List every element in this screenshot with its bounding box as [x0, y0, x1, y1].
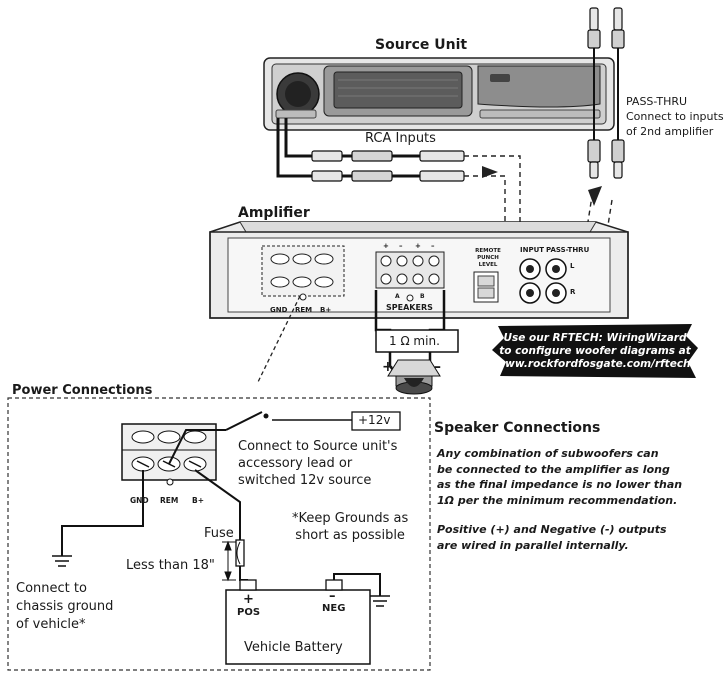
source-unit-graphic: [263, 57, 615, 131]
wizard-line2: to configure woofer diagrams at: [499, 344, 691, 357]
speaker-para2-line1: Positive (+) and Negative (-) outputs: [437, 523, 667, 536]
speaker-connections-para2: Positive (+) and Negative (-) outputs ar…: [437, 522, 667, 553]
grounds-note: *Keep Grounds as short as possible: [292, 510, 408, 544]
power-terminal-rem: REM: [160, 496, 179, 505]
plus12v-label: +12v: [358, 413, 391, 427]
battery-ground-icon: [370, 595, 390, 607]
power-connections-title: Power Connections: [12, 383, 153, 398]
remote-note: Connect to Source unit's accessory lead …: [238, 438, 397, 489]
pass-thru-note: PASS-THRU Connect to inputs of 2nd ampli…: [626, 94, 724, 139]
remote-note-line2: accessory lead or: [238, 456, 353, 471]
amp-punch-label: PUNCH: [477, 255, 499, 261]
plus12v-box: [351, 411, 401, 431]
amplifier-graphic: [209, 221, 629, 319]
speaker-para2-line2: are wired in parallel internally.: [437, 538, 629, 552]
fuse-distance-label: Less than 18": [126, 558, 215, 573]
grounds-note-line1: *Keep Grounds as: [292, 511, 409, 526]
speaker-load-box: [375, 329, 459, 353]
wiring-wizard-badge: Use our RFTECH: WiringWizard to configur…: [490, 322, 700, 380]
amp-channel-a: A: [395, 293, 400, 300]
power-terminal-bplus: B+: [192, 496, 205, 505]
amp-remote-punch-level: REMOTE PUNCH LEVEL: [474, 248, 502, 269]
amp-spk-minus-2: –: [431, 242, 435, 250]
amp-spk-plus-1: +: [383, 242, 389, 250]
vehicle-battery: [225, 579, 371, 665]
rca-input-cables: [276, 118, 465, 182]
amp-level-label: LEVEL: [478, 262, 498, 268]
speaker-para1-line3: as the final impedance is no lower than: [437, 478, 683, 491]
remote-note-line3: switched 12v source: [238, 473, 372, 488]
speaker-load-label: 1 Ω min.: [389, 334, 440, 348]
rca-inputs-label: RCA Inputs: [365, 131, 436, 146]
power-wiring: [61, 411, 381, 596]
chassis-note-line2: chassis ground: [16, 599, 114, 614]
amp-right-label: R: [570, 288, 576, 296]
battery-neg-sign: –: [329, 589, 336, 604]
speaker-connections-title: Speaker Connections: [434, 420, 601, 436]
amp-speakers-label: SPEAKERS: [386, 303, 433, 312]
remote-note-line1: Connect to Source unit's: [238, 439, 398, 454]
battery-pos-label: POS: [237, 607, 261, 618]
subwoofer-icon: [387, 359, 441, 395]
amp-pass-thru-label: PASS-THRU: [546, 246, 590, 254]
speaker-para1-line2: be connected to the amplifier as long: [437, 462, 670, 476]
rca-arrow: [482, 166, 498, 178]
badge-shape: [492, 324, 698, 378]
pass-thru-cables: [587, 7, 625, 179]
speaker-para1-line4: 1Ω per the minimum recommendation.: [437, 493, 678, 507]
amp-terminal-rem: REM: [295, 306, 313, 314]
amp-terminal-gnd: GND: [270, 306, 288, 314]
pass-thru-line2: of 2nd amplifier: [626, 125, 714, 138]
speaker-minus: –: [434, 359, 441, 375]
power-terminal-block: [121, 423, 217, 486]
fuse-label: Fuse: [204, 526, 234, 541]
wizard-line3: www.rockfordfosgate.com/rftech.: [495, 357, 695, 370]
amp-spk-plus-2: +: [415, 242, 421, 250]
amp-remote-label: REMOTE: [475, 248, 501, 254]
battery-label: Vehicle Battery: [244, 640, 343, 655]
speaker-para1-line1: Any combination of subwoofers can: [437, 447, 659, 460]
amp-left-label: L: [570, 262, 575, 270]
grounds-note-line2: short as possible: [295, 528, 405, 543]
amplifier-title: Amplifier: [238, 205, 310, 221]
wizard-line1: Use our RFTECH: WiringWizard: [503, 331, 687, 344]
chassis-note: Connect to chassis ground of vehicle*: [16, 580, 113, 634]
speaker-connections-para1: Any combination of subwoofers can be con…: [437, 446, 682, 508]
chassis-note-line3: of vehicle*: [16, 617, 86, 632]
chassis-ground-icon: [52, 555, 72, 567]
amp-channel-b: B: [420, 293, 425, 300]
power-terminal-gnd: GND: [130, 496, 149, 505]
amp-spk-minus-1: –: [399, 242, 403, 250]
pass-thru-line1: Connect to inputs: [626, 110, 724, 123]
battery-neg-label: NEG: [322, 603, 346, 614]
amp-input-label: INPUT: [520, 246, 545, 254]
pass-thru-arrow: [588, 186, 602, 206]
battery-pos-sign: +: [243, 592, 254, 607]
chassis-note-line1: Connect to: [16, 581, 87, 596]
power-callout-line: [257, 295, 301, 383]
pass-thru-title: PASS-THRU: [626, 95, 688, 108]
remote-switch-pivot: [263, 413, 269, 419]
amp-terminal-bplus: B+: [320, 306, 332, 314]
source-unit-title: Source Unit: [375, 37, 468, 53]
speaker-plus: +: [382, 359, 394, 375]
power-connections-box: [7, 397, 431, 671]
fuse-distance-dimension: [222, 540, 236, 582]
fuse-icon: [235, 539, 245, 567]
